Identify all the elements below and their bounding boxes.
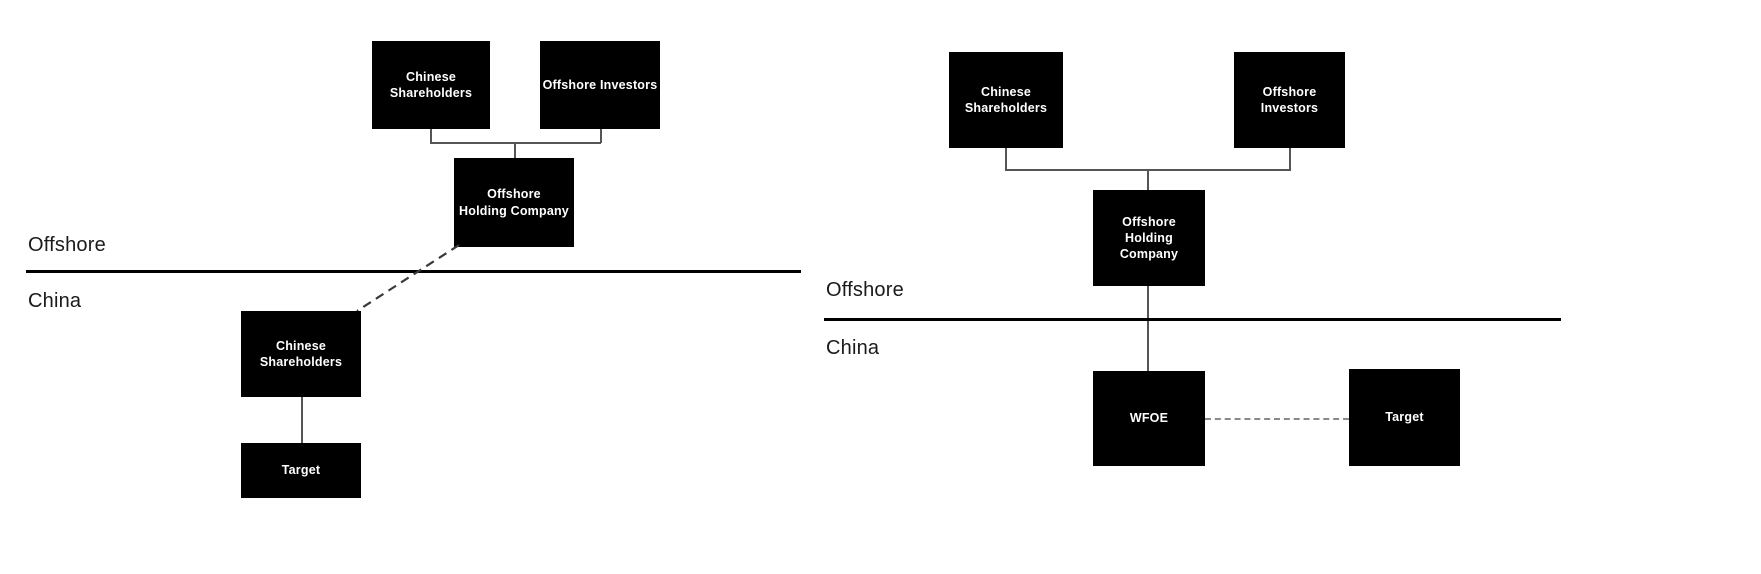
right-chinese-shareholders-line2: Shareholders — [964, 101, 1048, 115]
left-node-chinese-shareholders-offshore[interactable]: Chinese Shareholders — [372, 41, 490, 129]
left-jurisdiction-divider — [26, 270, 801, 273]
left-offshore-holding-company-line2: Holding Company — [459, 203, 569, 218]
left-zone-label-offshore: Offshore — [28, 234, 106, 256]
right-connector-stub-offshore-investors — [1289, 148, 1291, 170]
right-connector-bus-to-holding — [1147, 169, 1149, 191]
right-node-target[interactable]: Target — [1349, 369, 1460, 466]
left-node-chinese-shareholders-onshore[interactable]: Chinese Shareholders — [241, 311, 361, 397]
right-node-offshore-investors[interactable]: Offshore Investors — [1234, 52, 1345, 148]
right-zone-label-china: China — [826, 337, 880, 359]
left-chinese-shareholders-onshore-line2: Shareholders — [259, 355, 343, 369]
left-chinese-shareholders-offshore-line1: Chinese — [405, 69, 456, 84]
left-node-target[interactable]: Target — [241, 443, 361, 498]
right-node-offshore-holding-company[interactable]: Offshore Holding Company — [1093, 190, 1205, 286]
right-wfoe-label: WFOE — [1129, 411, 1169, 426]
left-dashed-connector-holding-to-shareholders — [355, 243, 460, 313]
left-zone-label-china: China — [28, 290, 82, 312]
right-connector-stub-chinese-shareholders — [1005, 148, 1007, 170]
right-dashed-connector-wfoe-to-target — [1205, 418, 1349, 420]
left-offshore-holding-company-line1: Offshore — [487, 187, 541, 202]
left-chinese-shareholders-offshore-line2: Shareholders — [389, 86, 473, 100]
right-jurisdiction-divider — [824, 318, 1561, 321]
left-connector-bus — [430, 142, 601, 144]
right-node-wfoe[interactable]: WFOE — [1093, 371, 1205, 466]
right-zone-label-offshore: Offshore — [826, 279, 904, 301]
left-connector-bus-to-holding — [514, 142, 516, 158]
left-connector-shareholders-to-target — [301, 397, 303, 444]
left-target-label: Target — [281, 463, 321, 478]
right-node-chinese-shareholders[interactable]: Chinese Shareholders — [949, 52, 1063, 148]
left-offshore-investors-label: Offshore Investors — [542, 77, 658, 92]
left-chinese-shareholders-onshore-line1: Chinese — [275, 338, 326, 353]
left-connector-stub-chinese-shareholders — [430, 129, 432, 143]
right-target-label: Target — [1385, 410, 1424, 425]
left-connector-stub-offshore-investors — [600, 129, 602, 143]
right-offshore-investors-label: Offshore Investors — [1260, 84, 1319, 115]
right-offshore-holding-company-line1: Offshore — [1122, 214, 1176, 229]
left-node-offshore-holding-company[interactable]: Offshore Holding Company — [454, 158, 574, 247]
right-offshore-holding-company-line2: Holding Company — [1119, 230, 1179, 262]
right-connector-holding-to-wfoe — [1147, 286, 1149, 371]
left-node-offshore-investors[interactable]: Offshore Investors — [540, 41, 660, 129]
right-chinese-shareholders-line1: Chinese — [980, 84, 1031, 99]
